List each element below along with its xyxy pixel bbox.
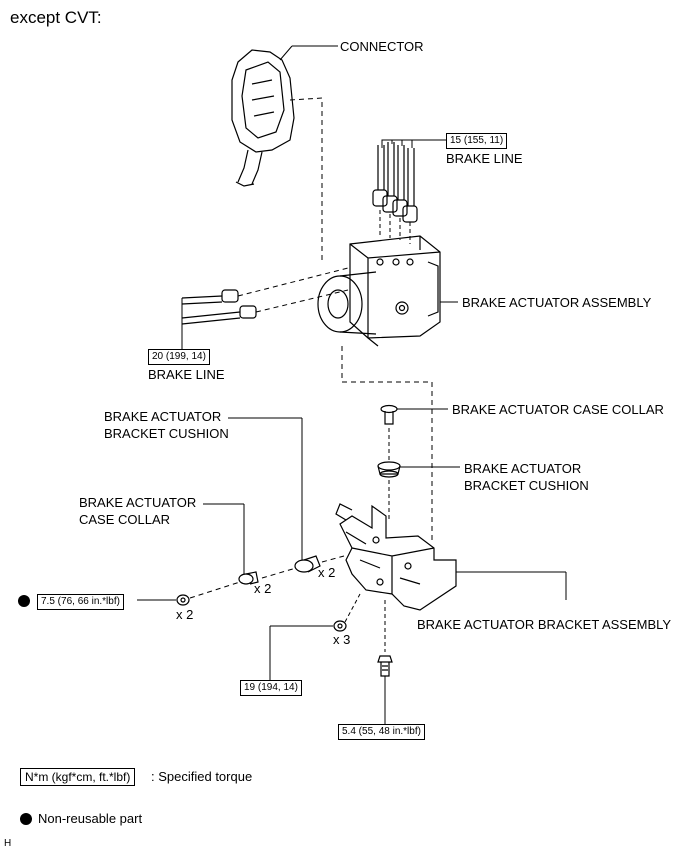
label-actuator-assembly: BRAKE ACTUATOR ASSEMBLY xyxy=(462,295,652,310)
case-collar-left xyxy=(238,571,259,585)
legend-torque-box: N*m (kgf*cm, ft.*lbf) xyxy=(20,768,136,786)
torque-bolt-bottom: 5.4 (55, 48 in.*lbf) xyxy=(338,724,425,740)
qty-nut-left: x 2 xyxy=(176,607,194,622)
label-bracket-cushion-right-line1: BRAKE ACTUATOR xyxy=(464,461,582,476)
legend-torque-desc: : Specified torque xyxy=(151,769,253,784)
label-case-collar-left-line2: CASE COLLAR xyxy=(79,512,171,527)
torque-brake-line-left: 20 (199, 14) xyxy=(148,349,210,365)
label-bracket-cushion-left-line2: BRACKET CUSHION xyxy=(104,426,229,441)
label-connector: CONNECTOR xyxy=(340,39,424,54)
label-bracket-cushion-left-line1: BRAKE ACTUATOR xyxy=(104,409,222,424)
actuator-assembly-body xyxy=(317,235,441,347)
label-bracket-assembly: BRAKE ACTUATOR BRACKET ASSEMBLY xyxy=(417,617,672,632)
qty-collar: x 2 xyxy=(254,581,272,596)
label-brake-line-left: BRAKE LINE xyxy=(148,367,225,382)
nut-mid xyxy=(333,620,347,632)
torque-nut-mid: 19 (194, 14) xyxy=(240,680,302,696)
footer-code: H xyxy=(4,838,12,849)
torque-brake-line-top: 15 (155, 11) xyxy=(446,133,508,149)
label-case-collar-left-line1: BRAKE ACTUATOR xyxy=(79,495,197,510)
label-bracket-cushion-right-line2: BRACKET CUSHION xyxy=(464,478,589,493)
connector-part xyxy=(231,49,295,187)
bracket-cushion-right xyxy=(377,461,401,478)
nut-left xyxy=(176,594,190,606)
label-brake-line-top: BRAKE LINE xyxy=(446,151,523,166)
bolt-bottom xyxy=(377,655,393,677)
brake-line-tubes-left xyxy=(181,289,257,325)
qty-cushion: x 2 xyxy=(318,565,336,580)
diagram-heading: except CVT: xyxy=(10,8,102,27)
bracket-cushion-left xyxy=(294,555,321,573)
legend-non-reusable-text: Non-reusable part xyxy=(38,811,143,826)
brake-line-tubes-top xyxy=(372,142,418,223)
legend-non-reusable-dot xyxy=(20,813,32,825)
qty-nut-mid: x 3 xyxy=(333,632,351,647)
case-collar-right xyxy=(380,404,398,425)
torque-nut-left: 7.5 (76, 66 in.*lbf) xyxy=(37,594,124,610)
non-reusable-marker xyxy=(18,595,30,607)
bracket-assembly xyxy=(335,503,457,611)
label-case-collar-right: BRAKE ACTUATOR CASE COLLAR xyxy=(452,402,664,417)
